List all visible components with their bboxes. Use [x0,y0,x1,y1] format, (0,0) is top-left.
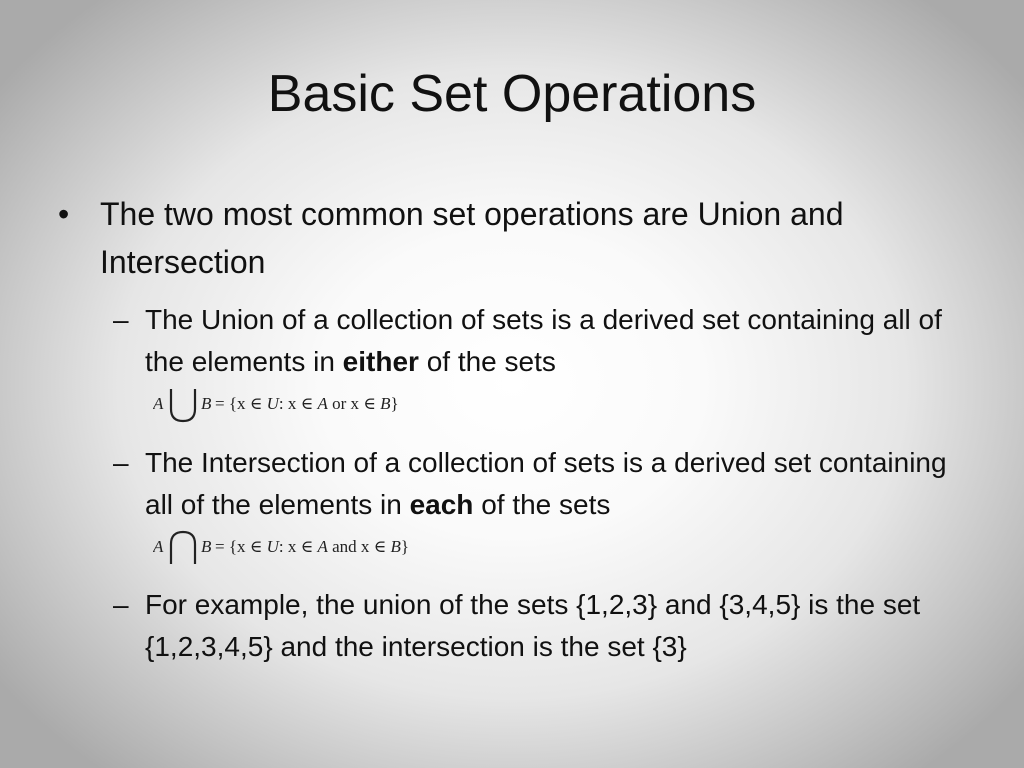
sub-bullet-dash: – [113,304,129,335]
intersection-lhs-a: A [153,537,164,556]
union-emphasis: either [342,346,419,377]
intersection-rhs: = {x ∈ U: x ∈ A and x ∈ B} [215,537,409,556]
sub-bullet-example: – For example, the union of the sets {1,… [113,584,993,668]
example-text: For example, the union of the sets {1,2,… [145,589,921,662]
intersection-lhs-b: B [201,537,212,556]
union-text-before: The Union of a collection of sets is a d… [145,304,942,377]
intersection-formula: A B = {x ∈ U: x ∈ A and x ∈ B} [153,528,993,568]
main-bullet-text: The two most common set operations are U… [100,196,844,280]
union-text-after: of the sets [418,346,556,377]
sub-bullet-intersection: – The Intersection of a collection of se… [113,442,993,568]
union-lhs-a: A [153,394,164,413]
union-formula: A B = {x ∈ U: x ∈ A or x ∈ B} [153,385,993,425]
intersection-text-before: The Intersection of a collection of sets… [145,447,947,520]
intersection-symbol-icon [169,530,197,564]
intersection-text-after: of the sets [473,489,611,520]
union-lhs-b: B [201,394,212,413]
sub-bullet-union: – The Union of a collection of sets is a… [113,299,993,425]
sub-bullet-dash: – [113,589,129,620]
union-definition: The Union of a collection of sets is a d… [145,299,975,383]
sub-bullet-dash: – [113,447,129,478]
union-rhs: = {x ∈ U: x ∈ A or x ∈ B} [215,394,399,413]
slide-title: Basic Set Operations [267,65,757,123]
intersection-definition: The Intersection of a collection of sets… [145,442,975,526]
bullet-dot: • [58,196,70,232]
intersection-emphasis: each [409,489,474,520]
main-bullet: • The two most common set operations are… [58,190,958,286]
union-symbol-icon [169,389,197,423]
